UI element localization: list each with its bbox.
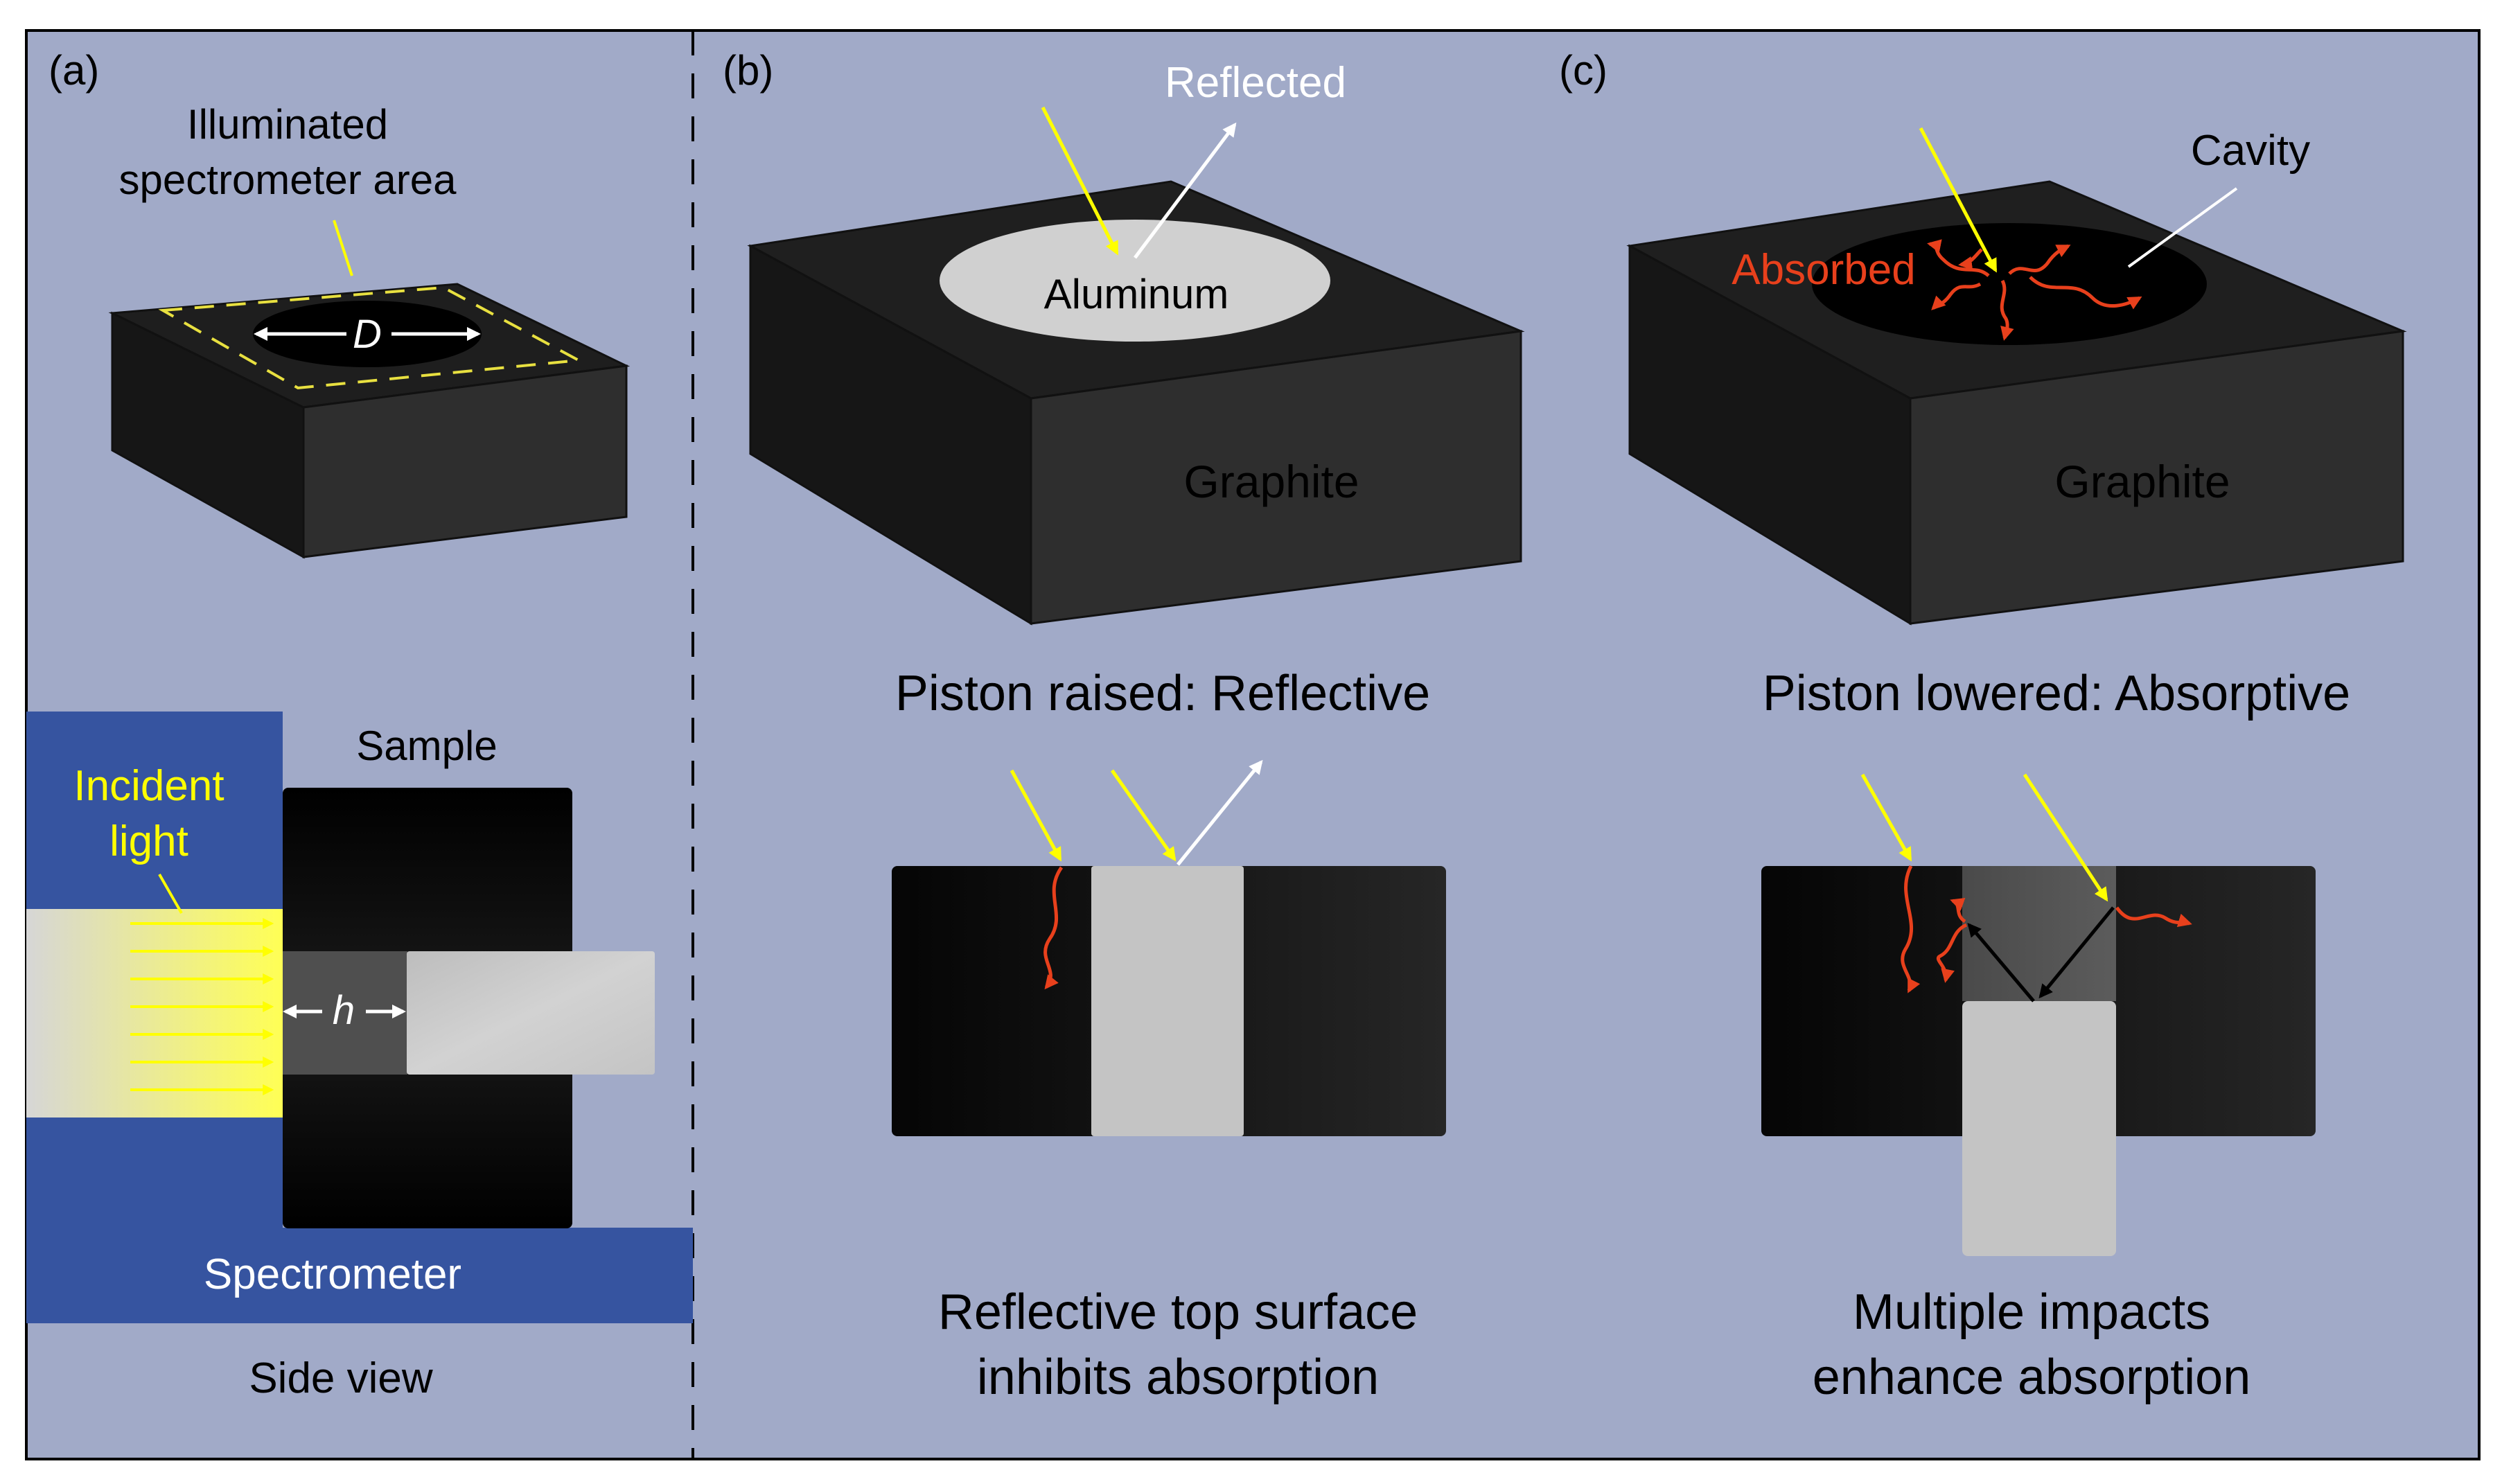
panel-a-sample-block xyxy=(108,283,631,559)
panel-b-caption-line2: inhibits absorption xyxy=(977,1350,1379,1405)
panel-c-state-caption: Piston lowered: Absorptive xyxy=(1763,666,2350,721)
incident-light-region xyxy=(26,909,283,1118)
panel-c-graphite-block xyxy=(1626,180,2407,626)
cavity-pointer xyxy=(2127,187,2238,268)
panel-c-internal-bounces xyxy=(1967,906,2115,1002)
illuminated-area-outline xyxy=(158,285,583,390)
sample-label: Sample xyxy=(356,723,497,769)
panel-c-incident-arrow-1 xyxy=(1860,773,1912,862)
height-symbol: h xyxy=(333,988,355,1033)
panel-b-caption-line1: Reflective top surface xyxy=(938,1284,1418,1340)
spectrometer-upper-block xyxy=(26,712,283,909)
side-view-piston xyxy=(407,951,655,1075)
aluminum-surface xyxy=(940,220,1330,342)
spectrometer-lower-block xyxy=(26,1118,283,1232)
panel-a-label: (a) xyxy=(49,47,99,94)
cavity-label: Cavity xyxy=(2191,127,2310,175)
panel-c-graphite-label: Graphite xyxy=(2054,456,2230,507)
incident-light-label-line2: light xyxy=(109,818,188,865)
panel-c-caption-line1: Multiple impacts xyxy=(1853,1284,2210,1340)
panel-c-caption-line2: enhance absorption xyxy=(1813,1350,2251,1405)
panel-a-cavity xyxy=(253,301,482,367)
incident-light-arrows xyxy=(130,918,274,1095)
aluminum-label: Aluminum xyxy=(1044,271,1229,317)
panel-c-incident-arrow xyxy=(1919,127,1998,273)
illuminated-area-pointer xyxy=(333,220,353,276)
panel-b-incident-arrow-1 xyxy=(1010,769,1062,862)
panel-c-incident-arrow-2 xyxy=(2023,773,2108,902)
absorbed-label: Absorbed xyxy=(1732,246,1915,294)
panel-c-label: (c) xyxy=(1559,47,1607,94)
panel-b-absorbed-path xyxy=(1043,866,1064,990)
illuminated-area-label-line1: Illuminated xyxy=(187,101,388,148)
panel-c-absorbed-arrows xyxy=(1927,239,2142,341)
panel-c-piston xyxy=(1962,1001,2116,1256)
spectrometer-base xyxy=(26,1228,693,1323)
incident-light-pointer xyxy=(158,874,183,914)
spectrometer-label: Spectrometer xyxy=(204,1251,461,1298)
panel-b-reflected-arrow xyxy=(1134,122,1237,259)
panel-b-piston xyxy=(1091,866,1244,1136)
illuminated-area-label-line2: spectrometer area xyxy=(119,157,457,203)
panel-b-state-caption: Piston raised: Reflective xyxy=(895,666,1430,721)
panel-c-cross-absorbed-arrows xyxy=(1901,865,2192,993)
panel-b-label: (b) xyxy=(723,47,773,94)
incident-light-label-line1: Incident xyxy=(73,762,224,810)
side-view-label: Side view xyxy=(249,1354,433,1402)
panel-b-graphite-block xyxy=(747,180,1525,626)
panel-b-graphite-label: Graphite xyxy=(1183,456,1359,507)
reflected-label: Reflected xyxy=(1165,59,1346,107)
panel-c-cavity xyxy=(1812,223,2207,345)
panel-b-incident-arrow xyxy=(1041,106,1119,256)
panel-b-incident-arrow-2 xyxy=(1110,769,1177,862)
panel-b-reflected-arrow-2 xyxy=(1177,759,1263,866)
diameter-symbol: D xyxy=(353,312,382,357)
